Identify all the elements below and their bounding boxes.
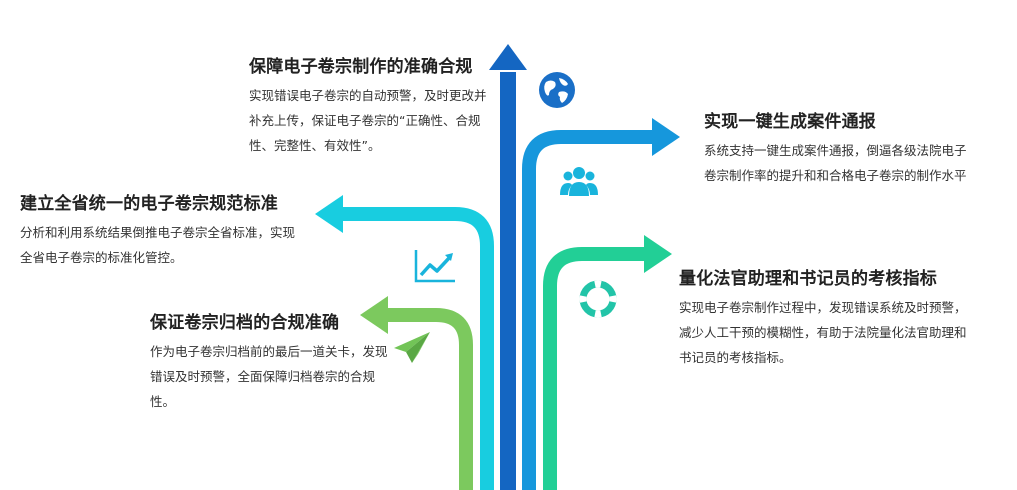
arrow-blue-dark-head [489, 44, 527, 70]
item-title: 建立全省统一的电子卷宗规范标准 [20, 194, 278, 214]
item-description: 分析和利用系统结果倒推电子卷宗全省标准，实现全省电子卷宗的标准化管控。 [20, 225, 296, 265]
item-title: 量化法官助理和书记员的考核指标 [679, 269, 937, 289]
item-accuracy-compliance: 保障电子卷宗制作的准确合规 实现错误电子卷宗的自动预警，及时更改并补充上传，保证… [249, 52, 489, 158]
chart-trend-icon [414, 250, 455, 283]
item-assessment-metrics: 量化法官助理和书记员的考核指标 实现电子卷宗制作过程中，发现错误系统及时预警，减… [679, 264, 969, 370]
item-archive-compliance: 保证卷宗归档的合规准确 作为电子卷宗归档前的最后一道关卡，发现错误及时预警，全面… [150, 308, 390, 414]
arrow-teal [543, 247, 646, 490]
item-description: 系统支持一键生成案件通报，倒逼各级法院电子卷宗制作率的提升和和合格电子卷宗的制作… [704, 143, 967, 183]
arrow-cyan-head [315, 195, 343, 233]
item-one-click-report: 实现一键生成案件通报 系统支持一键生成案件通报，倒逼各级法院电子卷宗制作率的提升… [704, 107, 974, 188]
arrow-blue-mid [522, 130, 654, 490]
item-description: 作为电子卷宗归档前的最后一道关卡，发现错误及时预警，全面保障归档卷宗的合规性。 [150, 344, 388, 409]
arrow-cyan [340, 207, 494, 490]
globe-icon [539, 72, 575, 108]
item-title: 保证卷宗归档的合规准确 [150, 313, 340, 333]
lifebuoy-icon [579, 280, 617, 318]
arrow-green-head [360, 296, 388, 334]
users-icon [560, 167, 598, 196]
item-unified-standard: 建立全省统一的电子卷宗规范标准 分析和利用系统结果倒推电子卷宗全省标准，实现全省… [20, 189, 298, 270]
arrow-green [385, 308, 473, 490]
item-title: 保障电子卷宗制作的准确合规 [249, 57, 473, 77]
item-description: 实现电子卷宗制作过程中，发现错误系统及时预警，减少人工干预的模糊性，有助于法院量… [679, 300, 967, 365]
paper-plane-icon [394, 332, 430, 363]
item-title: 实现一键生成案件通报 [704, 112, 876, 132]
arrow-teal-head [644, 235, 672, 273]
arrow-blue-mid-head [652, 118, 680, 156]
item-description: 实现错误电子卷宗的自动预警，及时更改并补充上传，保证电子卷宗的“正确性、合规性、… [249, 88, 487, 153]
